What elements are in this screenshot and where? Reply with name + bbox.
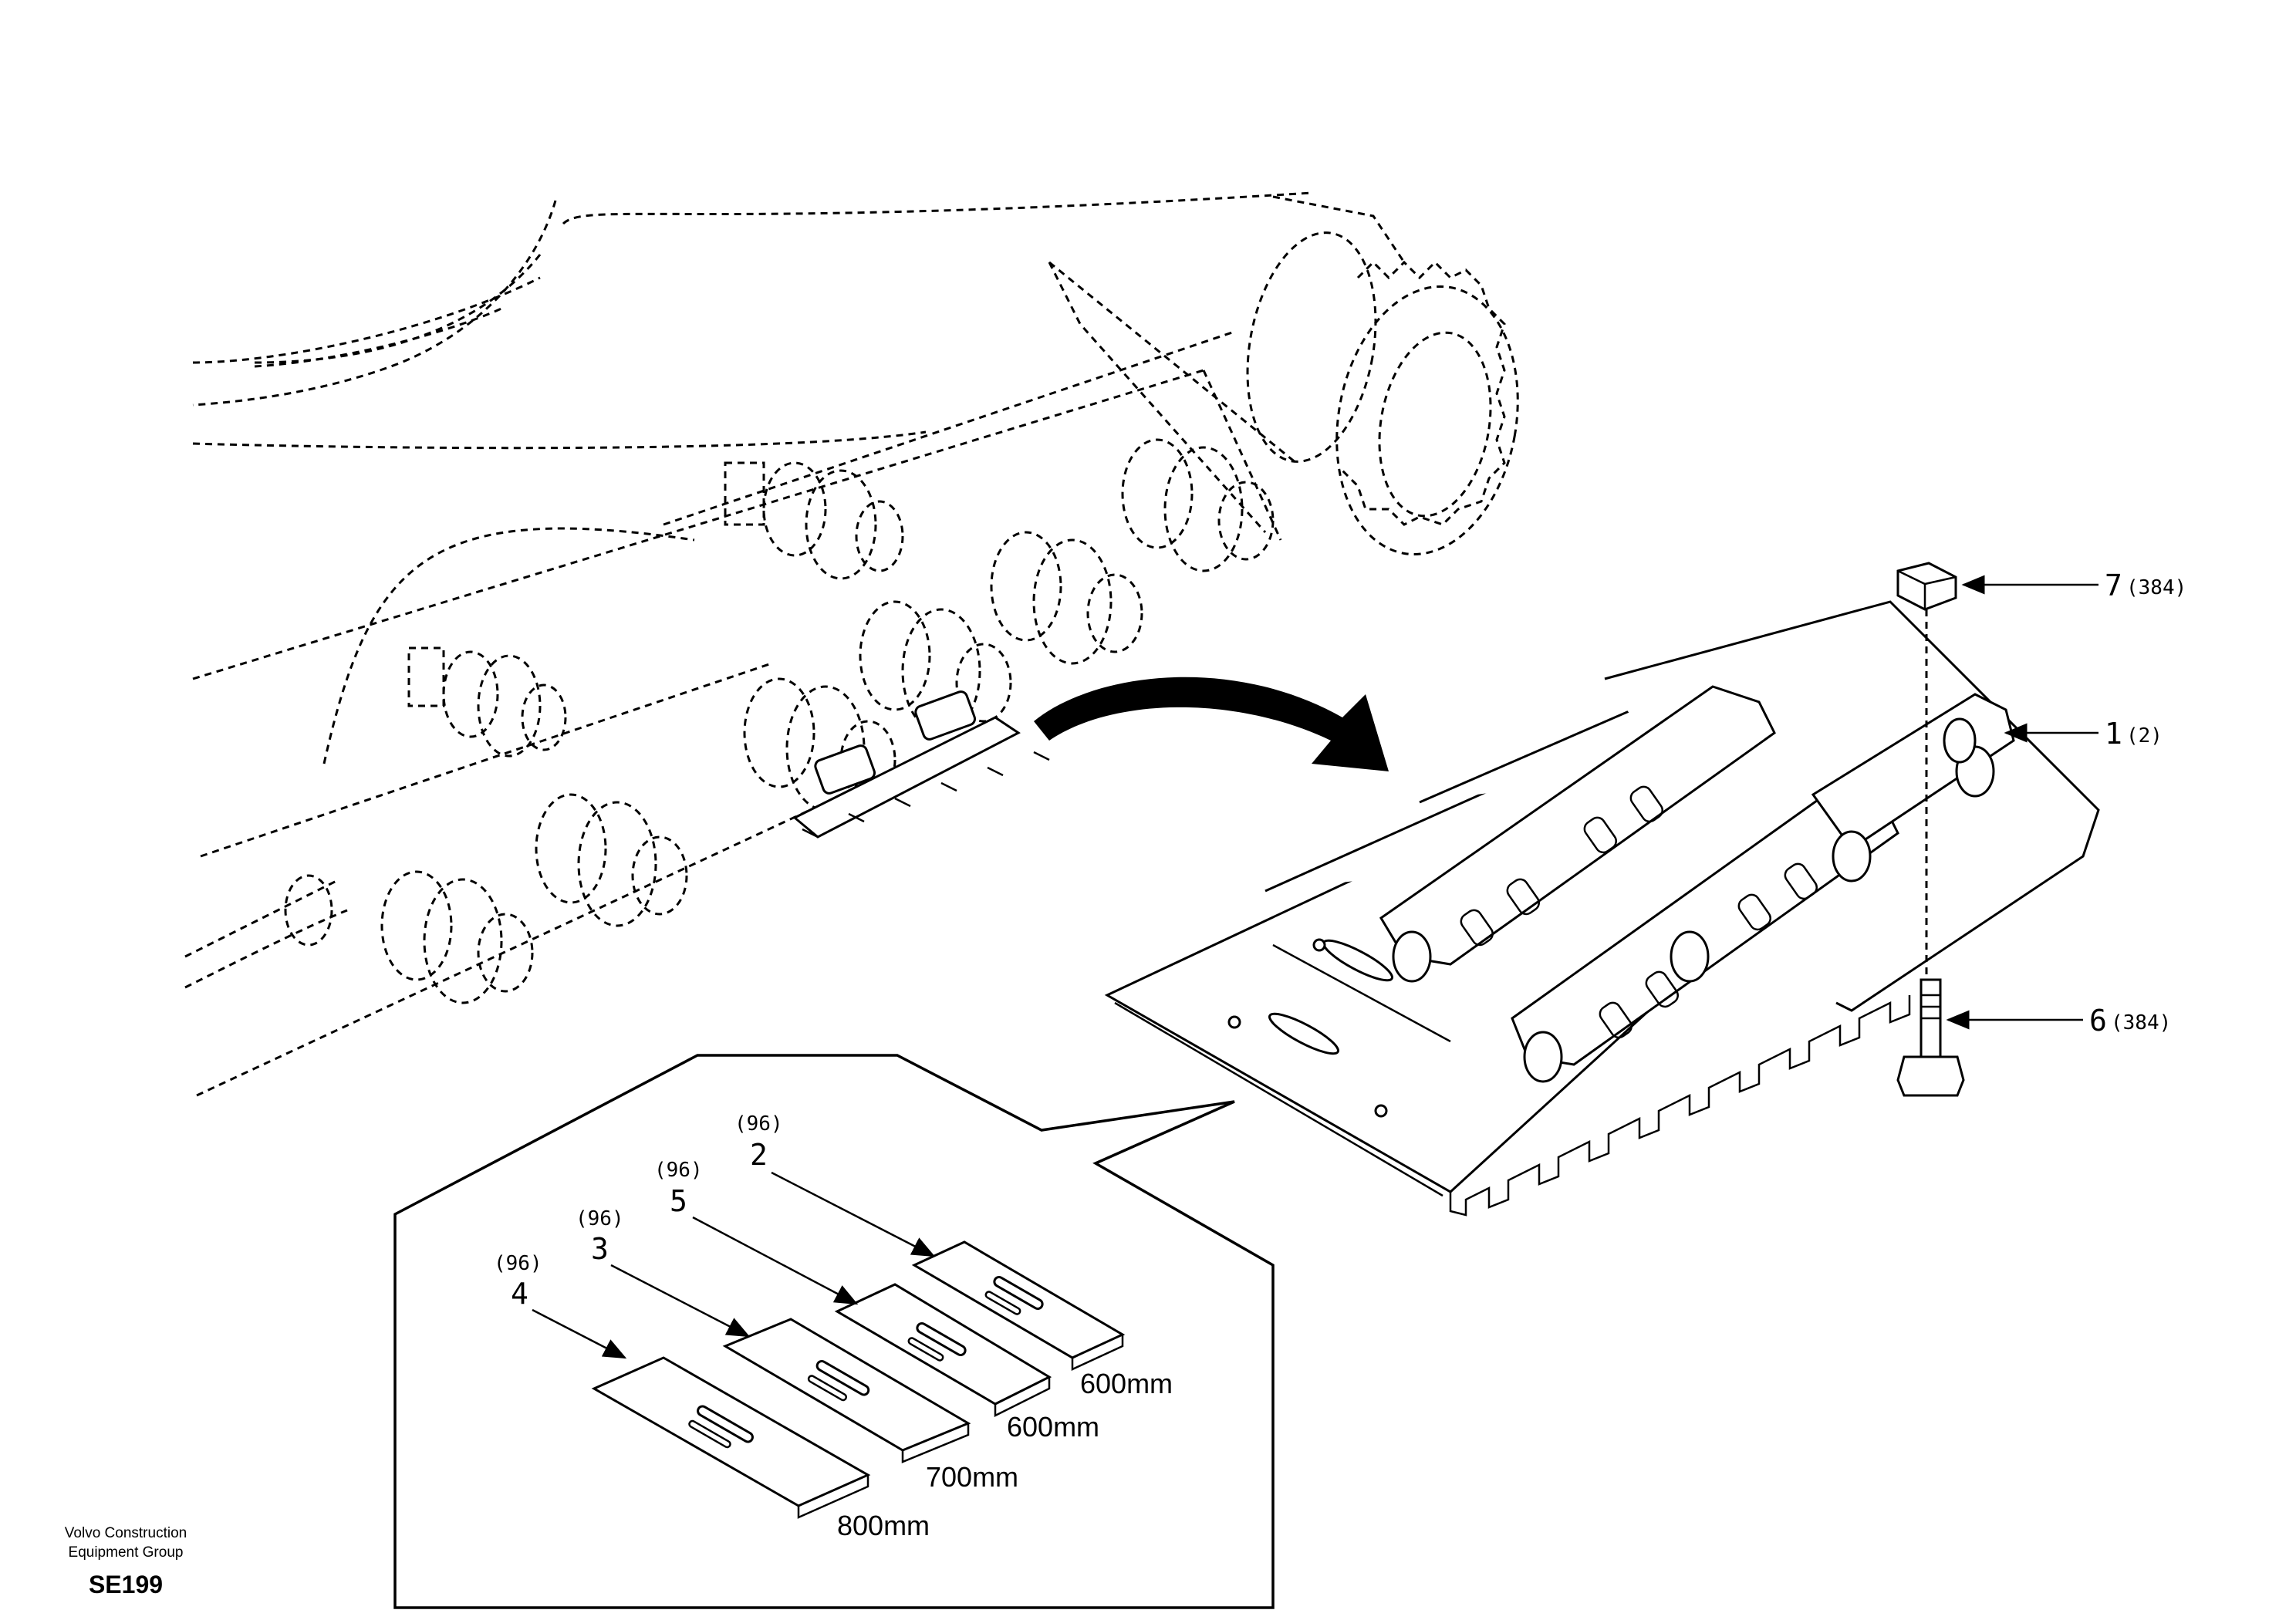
track-chain-assembly	[1104, 562, 2100, 1217]
shoe-nut	[1896, 562, 1957, 611]
track-rollers	[184, 438, 1275, 1004]
inset-callout-4: (96) 4	[494, 1252, 542, 1311]
track-segment-detail	[792, 690, 1050, 839]
shoe-bolt	[1896, 978, 1965, 1097]
callout-number: 6	[2089, 1004, 2107, 1038]
shoe-options-inset: (96) 2 (96) 5 (96) 3 (96) 4 600mm 600mm …	[393, 1054, 1275, 1609]
callout-qty: (96)	[734, 1112, 783, 1136]
inset-callout-2: (96) 2	[734, 1112, 783, 1172]
undercarriage-frame-outline	[192, 191, 1519, 1097]
callout-number: 4	[511, 1277, 528, 1311]
size-label-3: 700mm	[926, 1461, 1018, 1493]
callout-leaders	[1946, 575, 2098, 1030]
size-label-2: 600mm	[1080, 1368, 1173, 1399]
callout-qty: (96)	[576, 1207, 624, 1230]
callout-number: 2	[750, 1138, 768, 1172]
callout-number: 7	[2105, 569, 2122, 602]
callout-1: 1 (2)	[2105, 717, 2163, 751]
callout-qty: (96)	[654, 1159, 703, 1182]
shoe-plate-3	[722, 1318, 971, 1463]
size-label-4: 800mm	[837, 1510, 930, 1541]
callout-7: 7 (384)	[2105, 569, 2186, 602]
callout-number: 5	[670, 1184, 687, 1218]
callout-qty: (384)	[2111, 1011, 2171, 1034]
callout-6: 6 (384)	[2089, 1004, 2171, 1038]
shoe-plate-2	[911, 1240, 1126, 1371]
shoe-plate-4	[591, 1356, 871, 1519]
inset-callout-5: (96) 5	[654, 1159, 703, 1218]
diagram-code: SE199	[89, 1571, 163, 1598]
callout-qty: (384)	[2126, 576, 2186, 599]
size-label-5: 600mm	[1007, 1411, 1099, 1443]
callout-qty: (96)	[494, 1252, 542, 1275]
curved-arrow-icon	[1034, 677, 1389, 771]
callout-number: 1	[2105, 717, 2122, 751]
company-line-1: Volvo Construction	[65, 1525, 187, 1541]
callout-number: 3	[591, 1232, 609, 1266]
shoe-plate-5	[834, 1283, 1052, 1418]
inset-callout-3: (96) 3	[576, 1207, 624, 1266]
callout-qty: (2)	[2126, 724, 2163, 748]
company-line-2: Equipment Group	[69, 1544, 184, 1561]
footer-credit: Volvo Construction Equipment Group SE199	[65, 1525, 187, 1598]
